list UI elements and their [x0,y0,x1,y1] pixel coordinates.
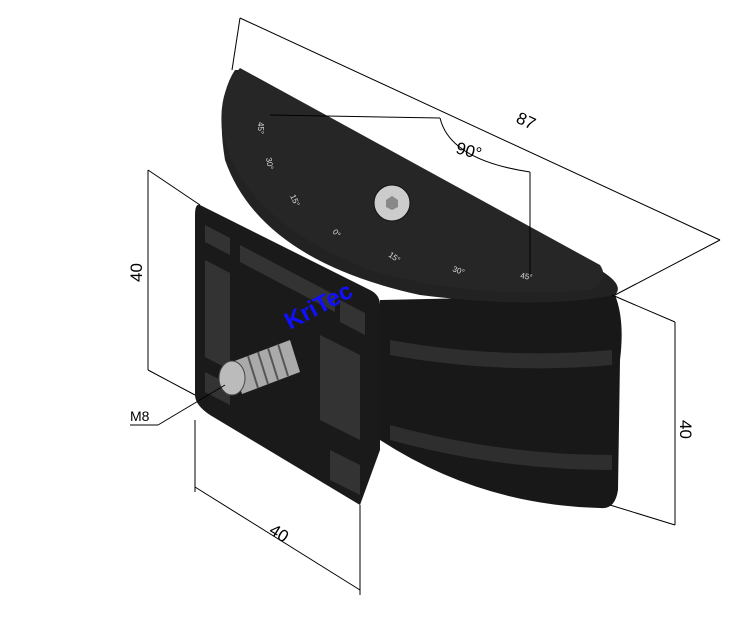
dimension-height-left: 40 [127,263,146,282]
dimension-thread: M8 [130,408,150,424]
threaded-stud [218,340,300,396]
dial-label: 45° [256,122,265,134]
dial-label: 0° [330,228,342,240]
hex-socket-icon [386,196,398,210]
body-groove-lower [390,425,612,470]
dimension-height-right: 40 [676,420,695,439]
dial-label: 45° [520,271,533,282]
dimension-width: 40 [266,520,292,546]
dial-label: 30° [264,157,275,170]
dial-label: 30° [451,264,465,277]
plate-cutouts [205,225,365,495]
dimension-lines [130,17,721,595]
body-groove [390,340,612,369]
dial-top [221,68,604,293]
dimension-angle: 90° [454,139,484,164]
lower-body [380,295,622,509]
dimension-length: 87 [513,108,538,133]
